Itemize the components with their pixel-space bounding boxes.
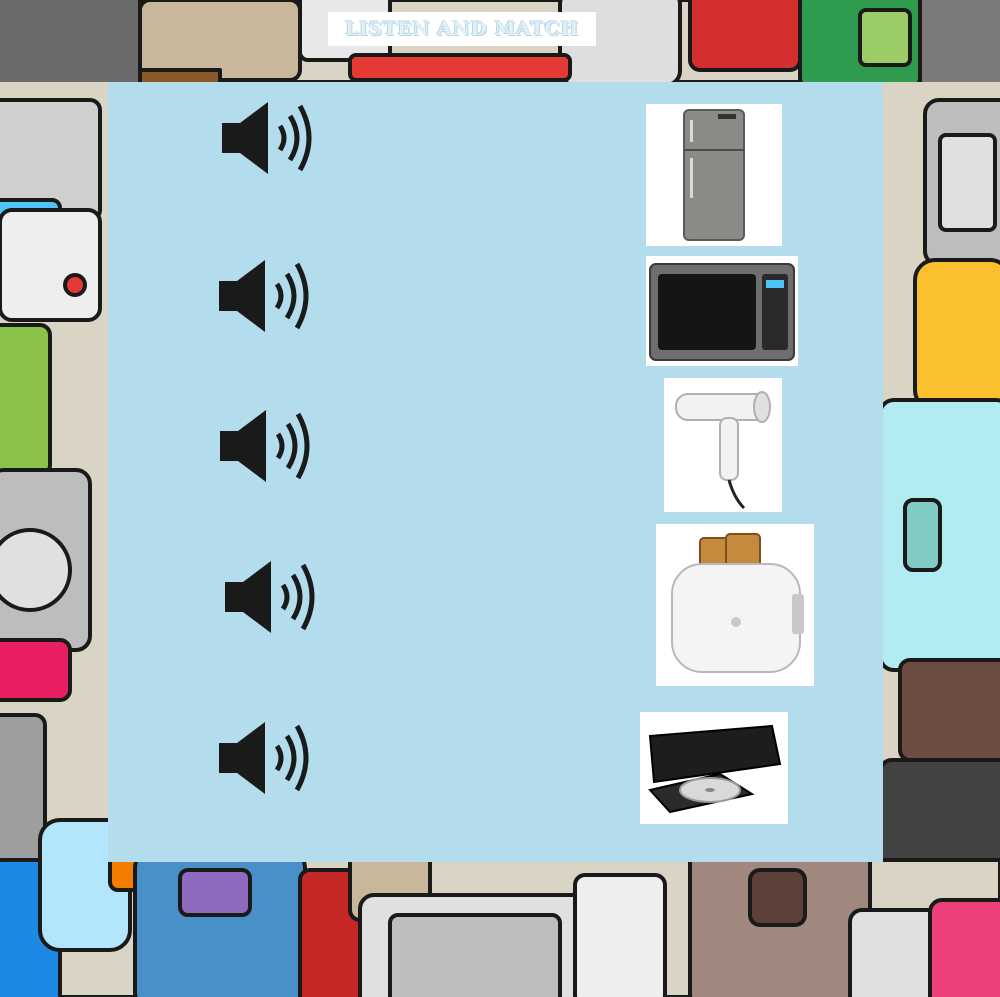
speaker-icon — [222, 102, 312, 174]
audio-button-1[interactable] — [218, 98, 318, 178]
hair-dryer-picture[interactable] — [664, 378, 782, 512]
audio-button-4[interactable] — [221, 557, 321, 637]
audio-button-3[interactable] — [216, 406, 316, 486]
refrigerator-picture[interactable] — [646, 104, 782, 246]
dvd-player-icon — [648, 724, 782, 814]
title-banner: LISTEN AND MATCH — [328, 12, 596, 46]
hair-dryer-icon — [675, 391, 771, 510]
microwave-icon — [649, 263, 795, 361]
audio-button-5[interactable] — [215, 718, 315, 798]
audio-button-2[interactable] — [215, 256, 315, 336]
toaster-icon — [671, 533, 804, 673]
toaster-picture[interactable] — [656, 524, 814, 686]
refrigerator-icon — [683, 109, 745, 241]
dvd-player-picture[interactable] — [640, 712, 788, 824]
speaker-icon — [225, 561, 315, 633]
speaker-icon — [220, 410, 310, 482]
speaker-icon — [219, 260, 309, 332]
speaker-icon — [219, 722, 309, 794]
page-title: LISTEN AND MATCH — [345, 18, 579, 40]
microwave-picture[interactable] — [646, 256, 798, 366]
